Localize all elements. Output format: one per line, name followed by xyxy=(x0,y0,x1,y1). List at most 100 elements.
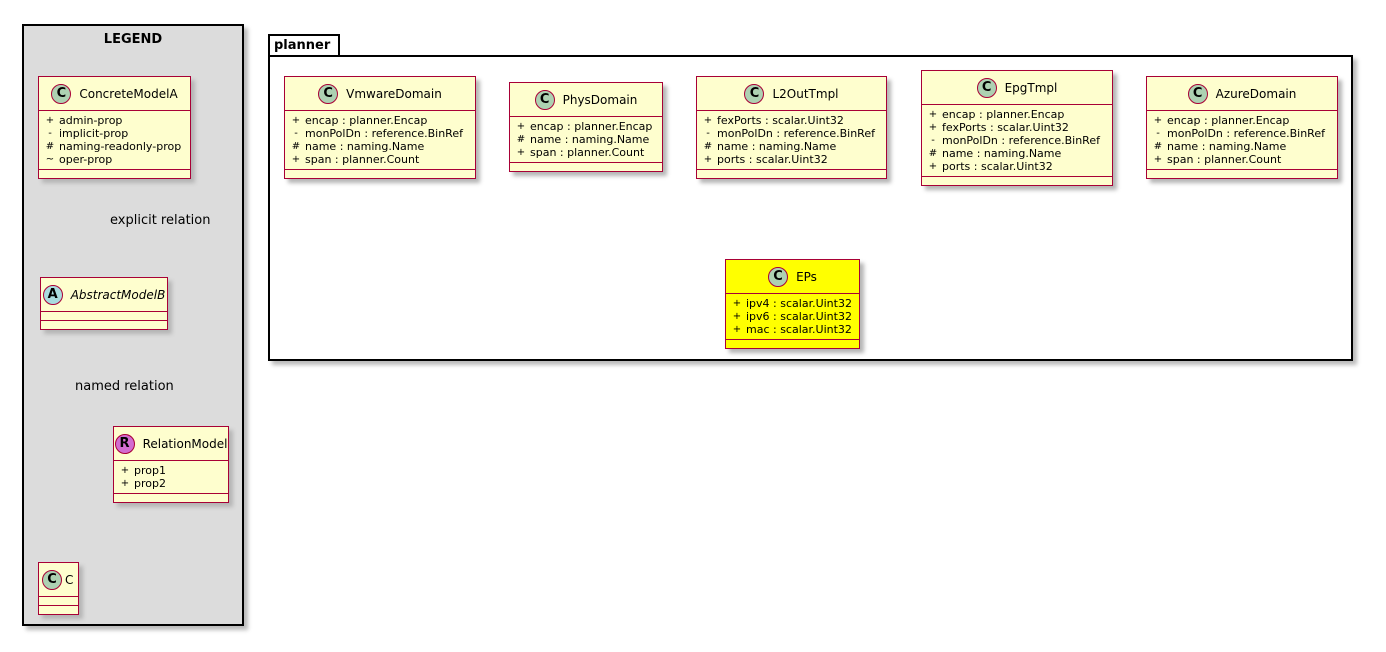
class-epg-tmpl[interactable]: C EpgTmpl +encap : planner.Encap +fexPor… xyxy=(921,70,1113,186)
attribute-row: -monPolDn : reference.BinRef xyxy=(703,127,880,140)
attribute-text: ipv4 : scalar.Uint32 xyxy=(746,297,852,310)
attribute-compartment xyxy=(39,597,78,606)
attribute-row: #name : naming.Name xyxy=(291,140,469,153)
visibility-icon: + xyxy=(516,121,526,132)
method-compartment xyxy=(285,170,475,178)
attribute-compartment xyxy=(41,312,167,321)
class-header: A AbstractModelB xyxy=(41,278,167,312)
class-header: C VmwareDomain xyxy=(285,77,475,111)
class-header: C PhysDomain xyxy=(510,83,662,117)
attribute-row: ~ oper-prop xyxy=(45,153,184,166)
visibility-icon: - xyxy=(706,128,710,139)
visibility-icon: + xyxy=(732,311,742,322)
explicit-relation-label: explicit relation xyxy=(110,213,211,228)
attribute-row: -implicit-prop xyxy=(45,127,184,140)
attribute-text: naming-readonly-prop xyxy=(59,140,182,153)
class-badge-icon: C xyxy=(768,266,789,287)
class-name: VmwareDomain xyxy=(346,86,442,101)
attribute-text: ports : scalar.Uint32 xyxy=(942,160,1053,173)
attribute-text: encap : planner.Encap xyxy=(942,108,1065,121)
visibility-icon: + xyxy=(45,115,55,126)
class-header: C EPs xyxy=(726,260,859,294)
attribute-row: + fexPorts : scalar.Uint32 xyxy=(703,114,880,127)
class-header: C ConcreteModelA xyxy=(39,77,190,111)
class-name: RelationModel xyxy=(142,436,228,451)
method-compartment xyxy=(726,340,859,348)
attribute-row: + prop1 xyxy=(120,464,222,477)
method-compartment xyxy=(697,170,886,178)
attribute-text: oper-prop xyxy=(59,153,113,166)
attribute-list: +encap : planner.Encap -monPolDn : refer… xyxy=(285,111,475,170)
class-name: AzureDomain xyxy=(1215,86,1297,101)
class-name: EpgTmpl xyxy=(1004,80,1058,95)
class-name: ConcreteModelA xyxy=(79,86,178,101)
relation-badge-icon: R xyxy=(114,433,135,454)
attribute-list: +ipv4 : scalar.Uint32 + ipv6 : scalar.Uin… xyxy=(726,294,859,340)
attribute-row: +prop2 xyxy=(120,477,222,490)
class-header: C C xyxy=(39,563,78,597)
class-badge-icon: C xyxy=(51,83,72,104)
class-concrete-model-a[interactable]: C ConcreteModelA + admin-prop -implicit-p… xyxy=(38,76,191,179)
class-name: PhysDomain xyxy=(562,92,638,107)
package-tab: planner xyxy=(268,34,340,56)
attribute-text: name : naming.Name xyxy=(530,133,650,146)
class-phys-domain[interactable]: C PhysDomain +encap : planner.Encap #nam… xyxy=(509,82,663,172)
class-badge-icon: C xyxy=(744,83,765,104)
attribute-row: + ipv6 : scalar.Uint32 xyxy=(732,310,853,323)
attribute-text: prop2 xyxy=(134,477,166,490)
abstract-badge-icon: A xyxy=(42,284,63,305)
attribute-text: name : naming.Name xyxy=(942,147,1062,160)
attribute-text: prop1 xyxy=(134,464,166,477)
visibility-icon: + xyxy=(1153,115,1163,126)
visibility-icon: # xyxy=(1153,141,1163,152)
visibility-icon: + xyxy=(120,465,130,476)
attribute-text: name : naming.Name xyxy=(305,140,425,153)
attribute-row: + admin-prop xyxy=(45,114,184,127)
attribute-row: +ipv4 : scalar.Uint32 xyxy=(732,297,853,310)
attribute-row: +span : planner.Count xyxy=(1153,153,1331,166)
method-compartment xyxy=(39,170,190,178)
class-azure-domain[interactable]: C AzureDomain +encap : planner.Encap -mo… xyxy=(1146,76,1338,179)
visibility-icon: ~ xyxy=(45,154,55,165)
attribute-text: monPolDn : reference.BinRef xyxy=(1167,127,1325,140)
attribute-row: +encap : planner.Encap xyxy=(928,108,1106,121)
class-name: C xyxy=(65,572,74,587)
attribute-text: monPolDn : reference.BinRef xyxy=(942,134,1100,147)
attribute-text: encap : planner.Encap xyxy=(1167,114,1290,127)
attribute-row: #name : naming.Name xyxy=(1153,140,1331,153)
visibility-icon: + xyxy=(703,154,713,165)
class-badge-icon: C xyxy=(976,77,997,98)
class-vmware-domain[interactable]: C VmwareDomain +encap : planner.Encap -m… xyxy=(284,76,476,179)
visibility-icon: - xyxy=(931,135,935,146)
attribute-row: +ports : scalar.Uint32 xyxy=(928,160,1106,173)
visibility-icon: + xyxy=(291,115,301,126)
attribute-text: span : planner.Count xyxy=(1167,153,1282,166)
attribute-row: +mac : scalar.Uint32 xyxy=(732,323,853,336)
attribute-text: fexPorts : scalar.Uint32 xyxy=(717,114,844,127)
attribute-row: +span : planner.Count xyxy=(291,153,469,166)
attribute-row: +span : planner.Count xyxy=(516,146,656,159)
class-relation-model[interactable]: R RelationModel + prop1 +prop2 xyxy=(113,426,229,503)
attribute-row: #name : naming.Name xyxy=(516,133,656,146)
attribute-row: #naming-readonly-prop xyxy=(45,140,184,153)
attribute-text: ports : scalar.Uint32 xyxy=(717,153,828,166)
attribute-text: admin-prop xyxy=(59,114,123,127)
legend-title: LEGEND xyxy=(103,32,163,47)
class-abstract-model-b[interactable]: A AbstractModelB xyxy=(40,277,168,330)
method-compartment xyxy=(922,177,1112,185)
method-compartment xyxy=(510,163,662,171)
attribute-row: -monPolDn : reference.BinRef xyxy=(1153,127,1331,140)
visibility-icon: + xyxy=(703,115,713,126)
class-eps[interactable]: C EPs +ipv4 : scalar.Uint32 + ipv6 : scal… xyxy=(725,259,860,349)
attribute-text: mac : scalar.Uint32 xyxy=(746,323,852,336)
attribute-row: + ports : scalar.Uint32 xyxy=(703,153,880,166)
attribute-text: ipv6 : scalar.Uint32 xyxy=(746,310,852,323)
class-l2out-tmpl[interactable]: C L2OutTmpl + fexPorts : scalar.Uint32 -m… xyxy=(696,76,887,179)
attribute-row: #name : naming.Name xyxy=(928,147,1106,160)
class-name: L2OutTmpl xyxy=(772,86,839,101)
attribute-row: +fexPorts : scalar.Uint32 xyxy=(928,121,1106,134)
visibility-icon: + xyxy=(516,147,526,158)
attribute-list: + encap : planner.Encap -monPolDn : refer… xyxy=(1147,111,1337,170)
class-badge-icon: C xyxy=(534,89,555,110)
class-c[interactable]: C C xyxy=(38,562,79,615)
